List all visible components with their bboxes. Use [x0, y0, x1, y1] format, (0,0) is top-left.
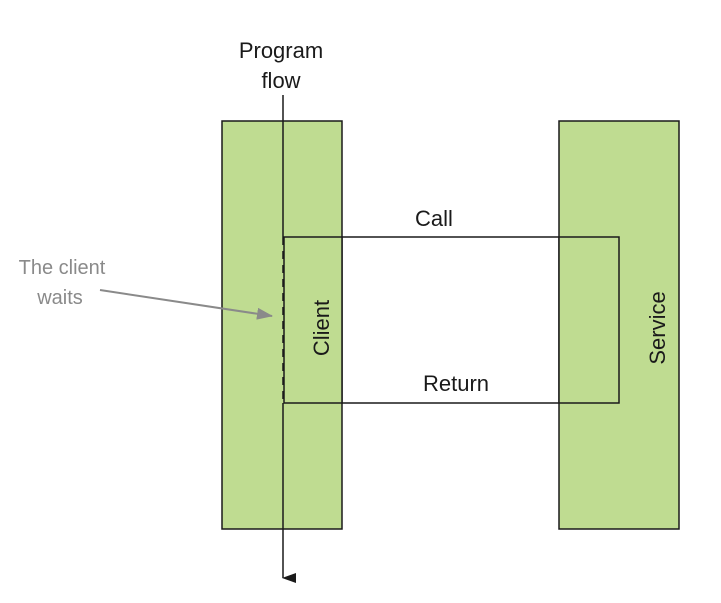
wait-note-line1: The client — [19, 257, 106, 279]
service-label: Service — [645, 291, 670, 364]
service-box — [558, 236, 620, 404]
client-box — [283, 236, 343, 404]
client-label: Client — [309, 300, 334, 356]
call-label: Call — [415, 206, 453, 231]
program-flow-label-line1: Program — [239, 38, 323, 63]
wait-note-line2: waits — [36, 287, 83, 309]
wait-annotation-arrow — [99, 289, 273, 320]
return-label: Return — [423, 371, 489, 396]
program-flow-label-line2: flow — [261, 68, 300, 93]
